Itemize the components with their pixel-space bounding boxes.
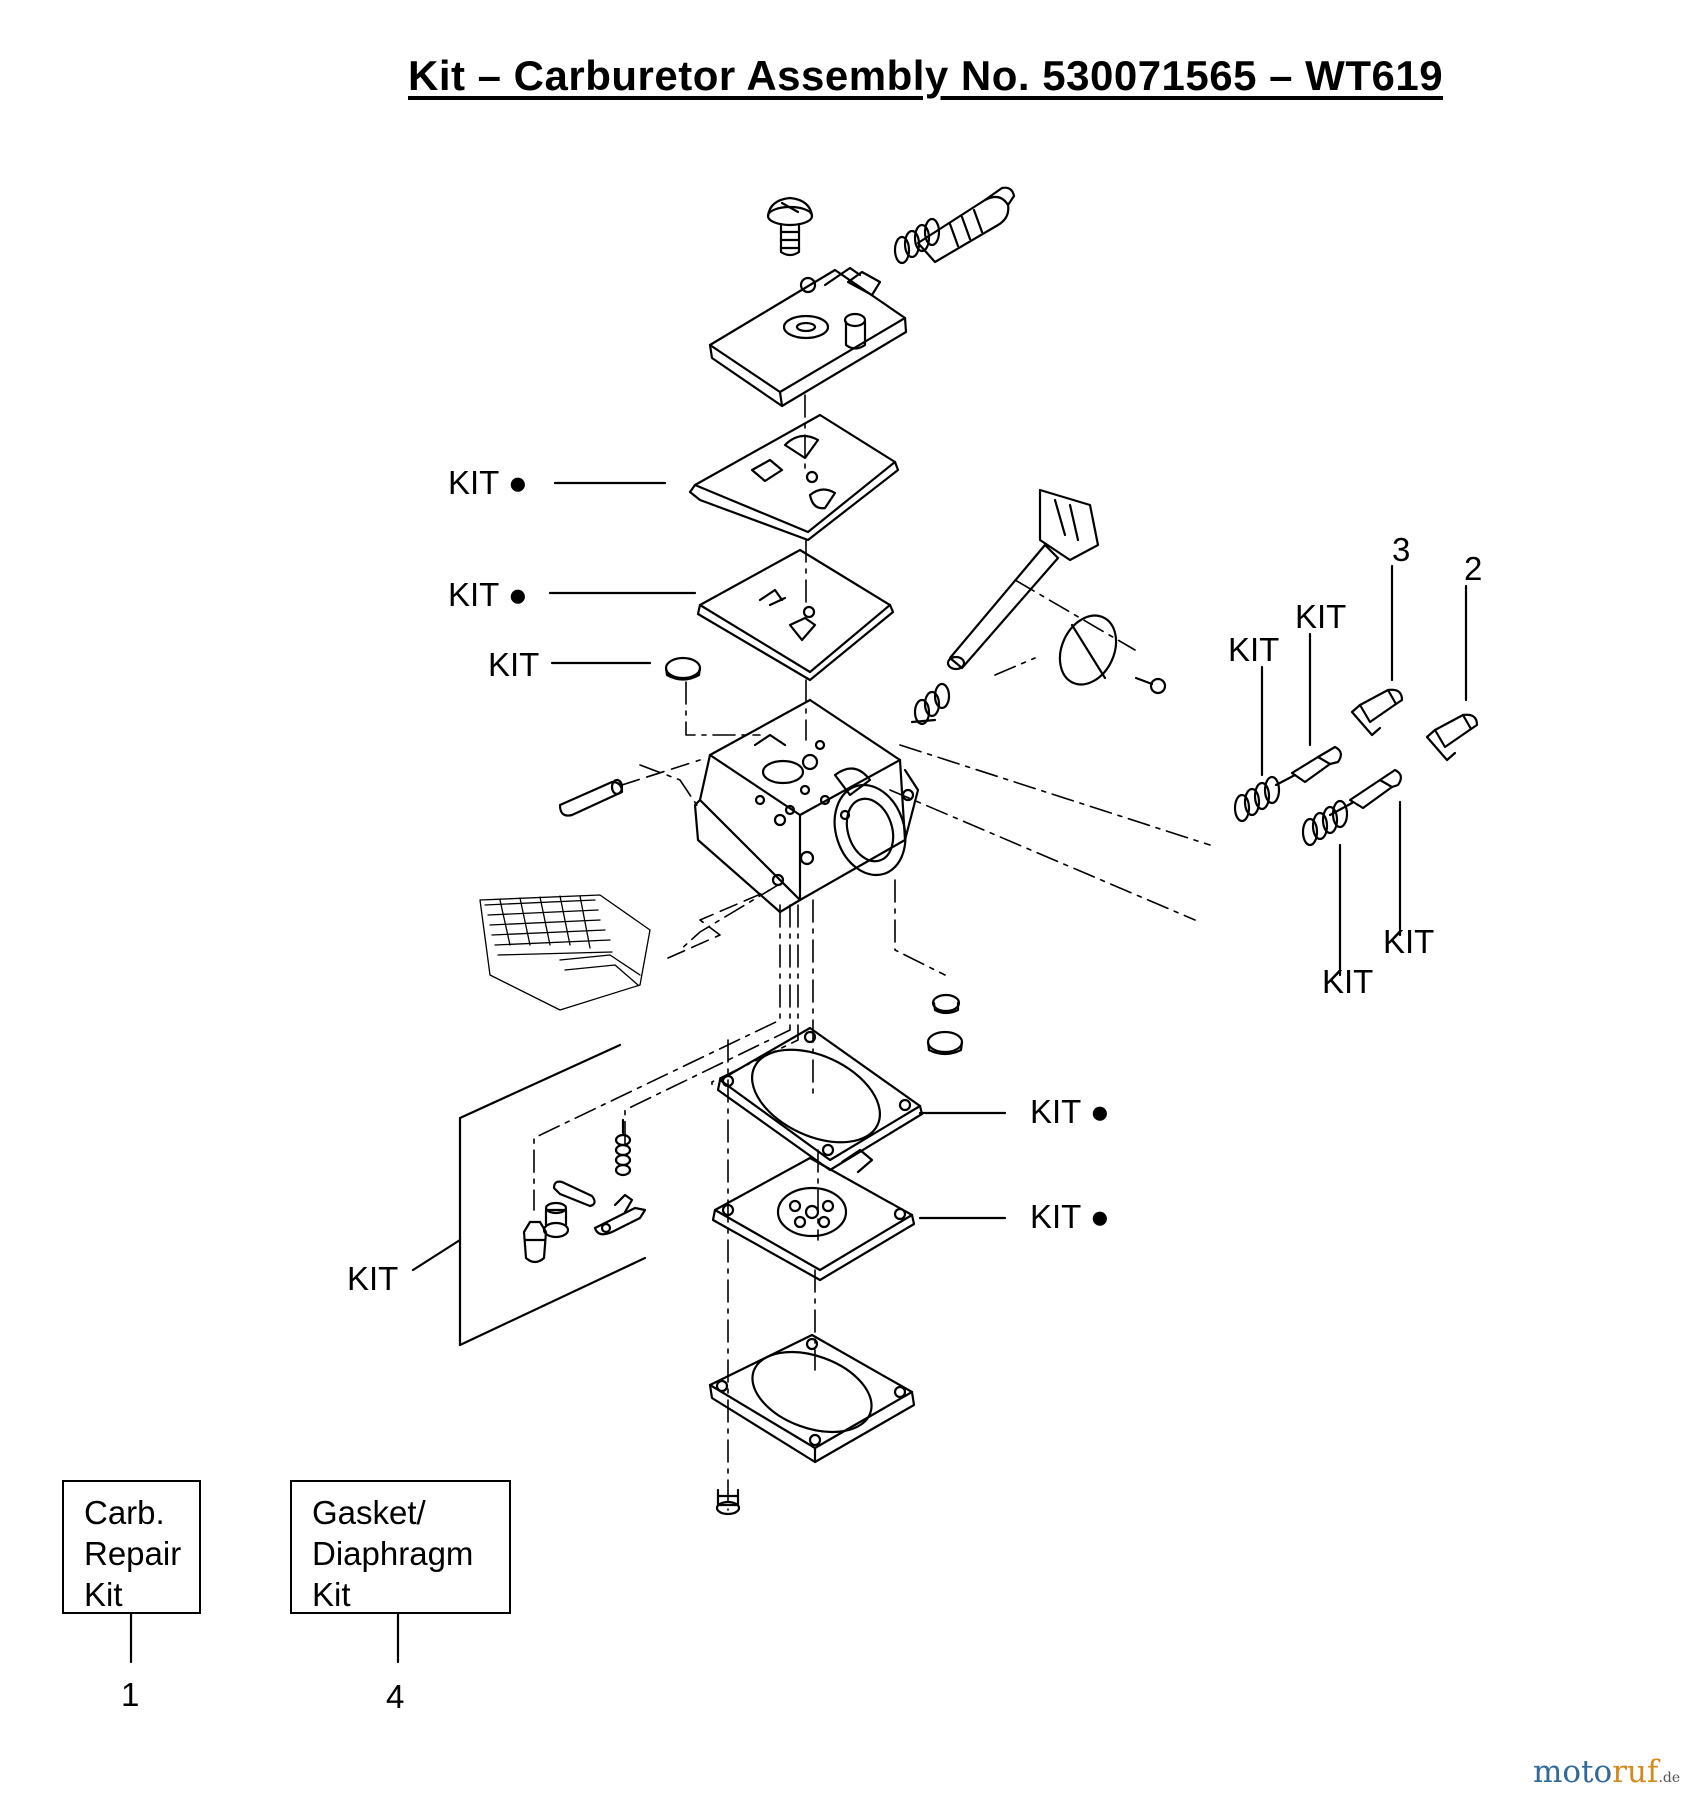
callout-kit-metering-gasket: KIT ● <box>1030 1093 1110 1130</box>
callout-kit-needle-lower: KIT <box>1383 923 1435 960</box>
choke-shaft <box>558 778 624 817</box>
callout-kit-pump-gasket: KIT ● <box>448 464 528 501</box>
adjusting-screw <box>916 186 1016 264</box>
carburetor-body <box>693 698 920 914</box>
lever-pin <box>552 1180 596 1208</box>
watermark-part-1: moto <box>1533 1754 1613 1790</box>
assembly-axis-lines <box>533 394 1211 1511</box>
throttle-shaft <box>946 488 1100 671</box>
legend-ref-4: 4 <box>386 1678 405 1715</box>
watermark-suffix: .de <box>1658 1770 1681 1786</box>
lever-kit-bracket <box>458 1043 647 1347</box>
inlet-screen <box>664 656 702 681</box>
mixture-needle-lower <box>1328 768 1402 817</box>
callout-kit-needle-upper: KIT <box>1295 598 1347 635</box>
mixture-needle-upper <box>1274 745 1342 787</box>
limiter-cap-2 <box>1425 713 1479 762</box>
inlet-needle <box>522 1220 548 1264</box>
metering-spring <box>614 1118 632 1177</box>
legend-gasket-diaphragm-kit: Gasket/ Diaphragm Kit <box>290 1480 511 1614</box>
pump-diaphragm <box>696 548 895 682</box>
metering-screen <box>931 993 961 1015</box>
callout-ref-2: 2 <box>1464 550 1483 587</box>
mixture-spring-lower <box>1301 799 1349 847</box>
callout-ref-3: 3 <box>1392 531 1411 568</box>
callout-kit-metering-diaphragm: KIT ● <box>1030 1198 1110 1235</box>
valve-screw <box>1134 676 1167 695</box>
mixture-spring-upper <box>1233 775 1281 823</box>
metering-lever <box>593 1193 647 1236</box>
choke-link-dashes <box>621 759 771 959</box>
callout-kit-spring-lower: KIT <box>1322 963 1374 1000</box>
lever-screw <box>542 1201 570 1239</box>
legend-gasket-diaphragm-kit-line-3: Kit <box>312 1576 351 1613</box>
callout-kit-pump-diaphragm: KIT ● <box>448 576 528 613</box>
throttle-spring <box>910 682 951 726</box>
screw-spring <box>893 217 941 265</box>
limiter-cap-3 <box>1350 688 1404 737</box>
diagram-title: Kit – Carburetor Assembly No. 530071565 … <box>408 52 1444 99</box>
welch-plug <box>926 1030 964 1056</box>
legend-ref-1: 1 <box>121 1676 140 1713</box>
legend-gasket-diaphragm-kit-line-2: Diaphragm <box>312 1535 474 1572</box>
callout-leader-lines <box>129 481 1468 1664</box>
legend-carb-repair-kit: Carb. Repair Kit <box>62 1480 201 1614</box>
watermark-logo: motoruf.de <box>1533 1754 1680 1790</box>
callout-kit-spring-upper: KIT <box>1228 631 1280 668</box>
legend-carb-repair-kit-line-2: Repair <box>84 1535 182 1572</box>
watermark-part-2: ruf <box>1612 1754 1659 1790</box>
legend-carb-repair-kit-line-1: Carb. <box>84 1494 165 1531</box>
throttle-valve <box>1058 614 1118 686</box>
pump-cover <box>708 266 908 408</box>
metering-diaphragm <box>711 1148 916 1282</box>
legend-carb-repair-kit-line-3: Kit <box>84 1576 123 1613</box>
pump-gasket <box>688 413 900 542</box>
air-filter-element <box>479 894 651 1011</box>
cover-screw <box>766 196 814 257</box>
callout-kit-inlet-screen: KIT <box>488 646 540 683</box>
legend-gasket-diaphragm-kit-line-1: Gasket/ <box>312 1494 426 1531</box>
metering-cover <box>708 1333 916 1464</box>
cover-bottom-screw <box>715 1488 741 1516</box>
callout-kit-metering-lever: KIT <box>347 1260 399 1297</box>
